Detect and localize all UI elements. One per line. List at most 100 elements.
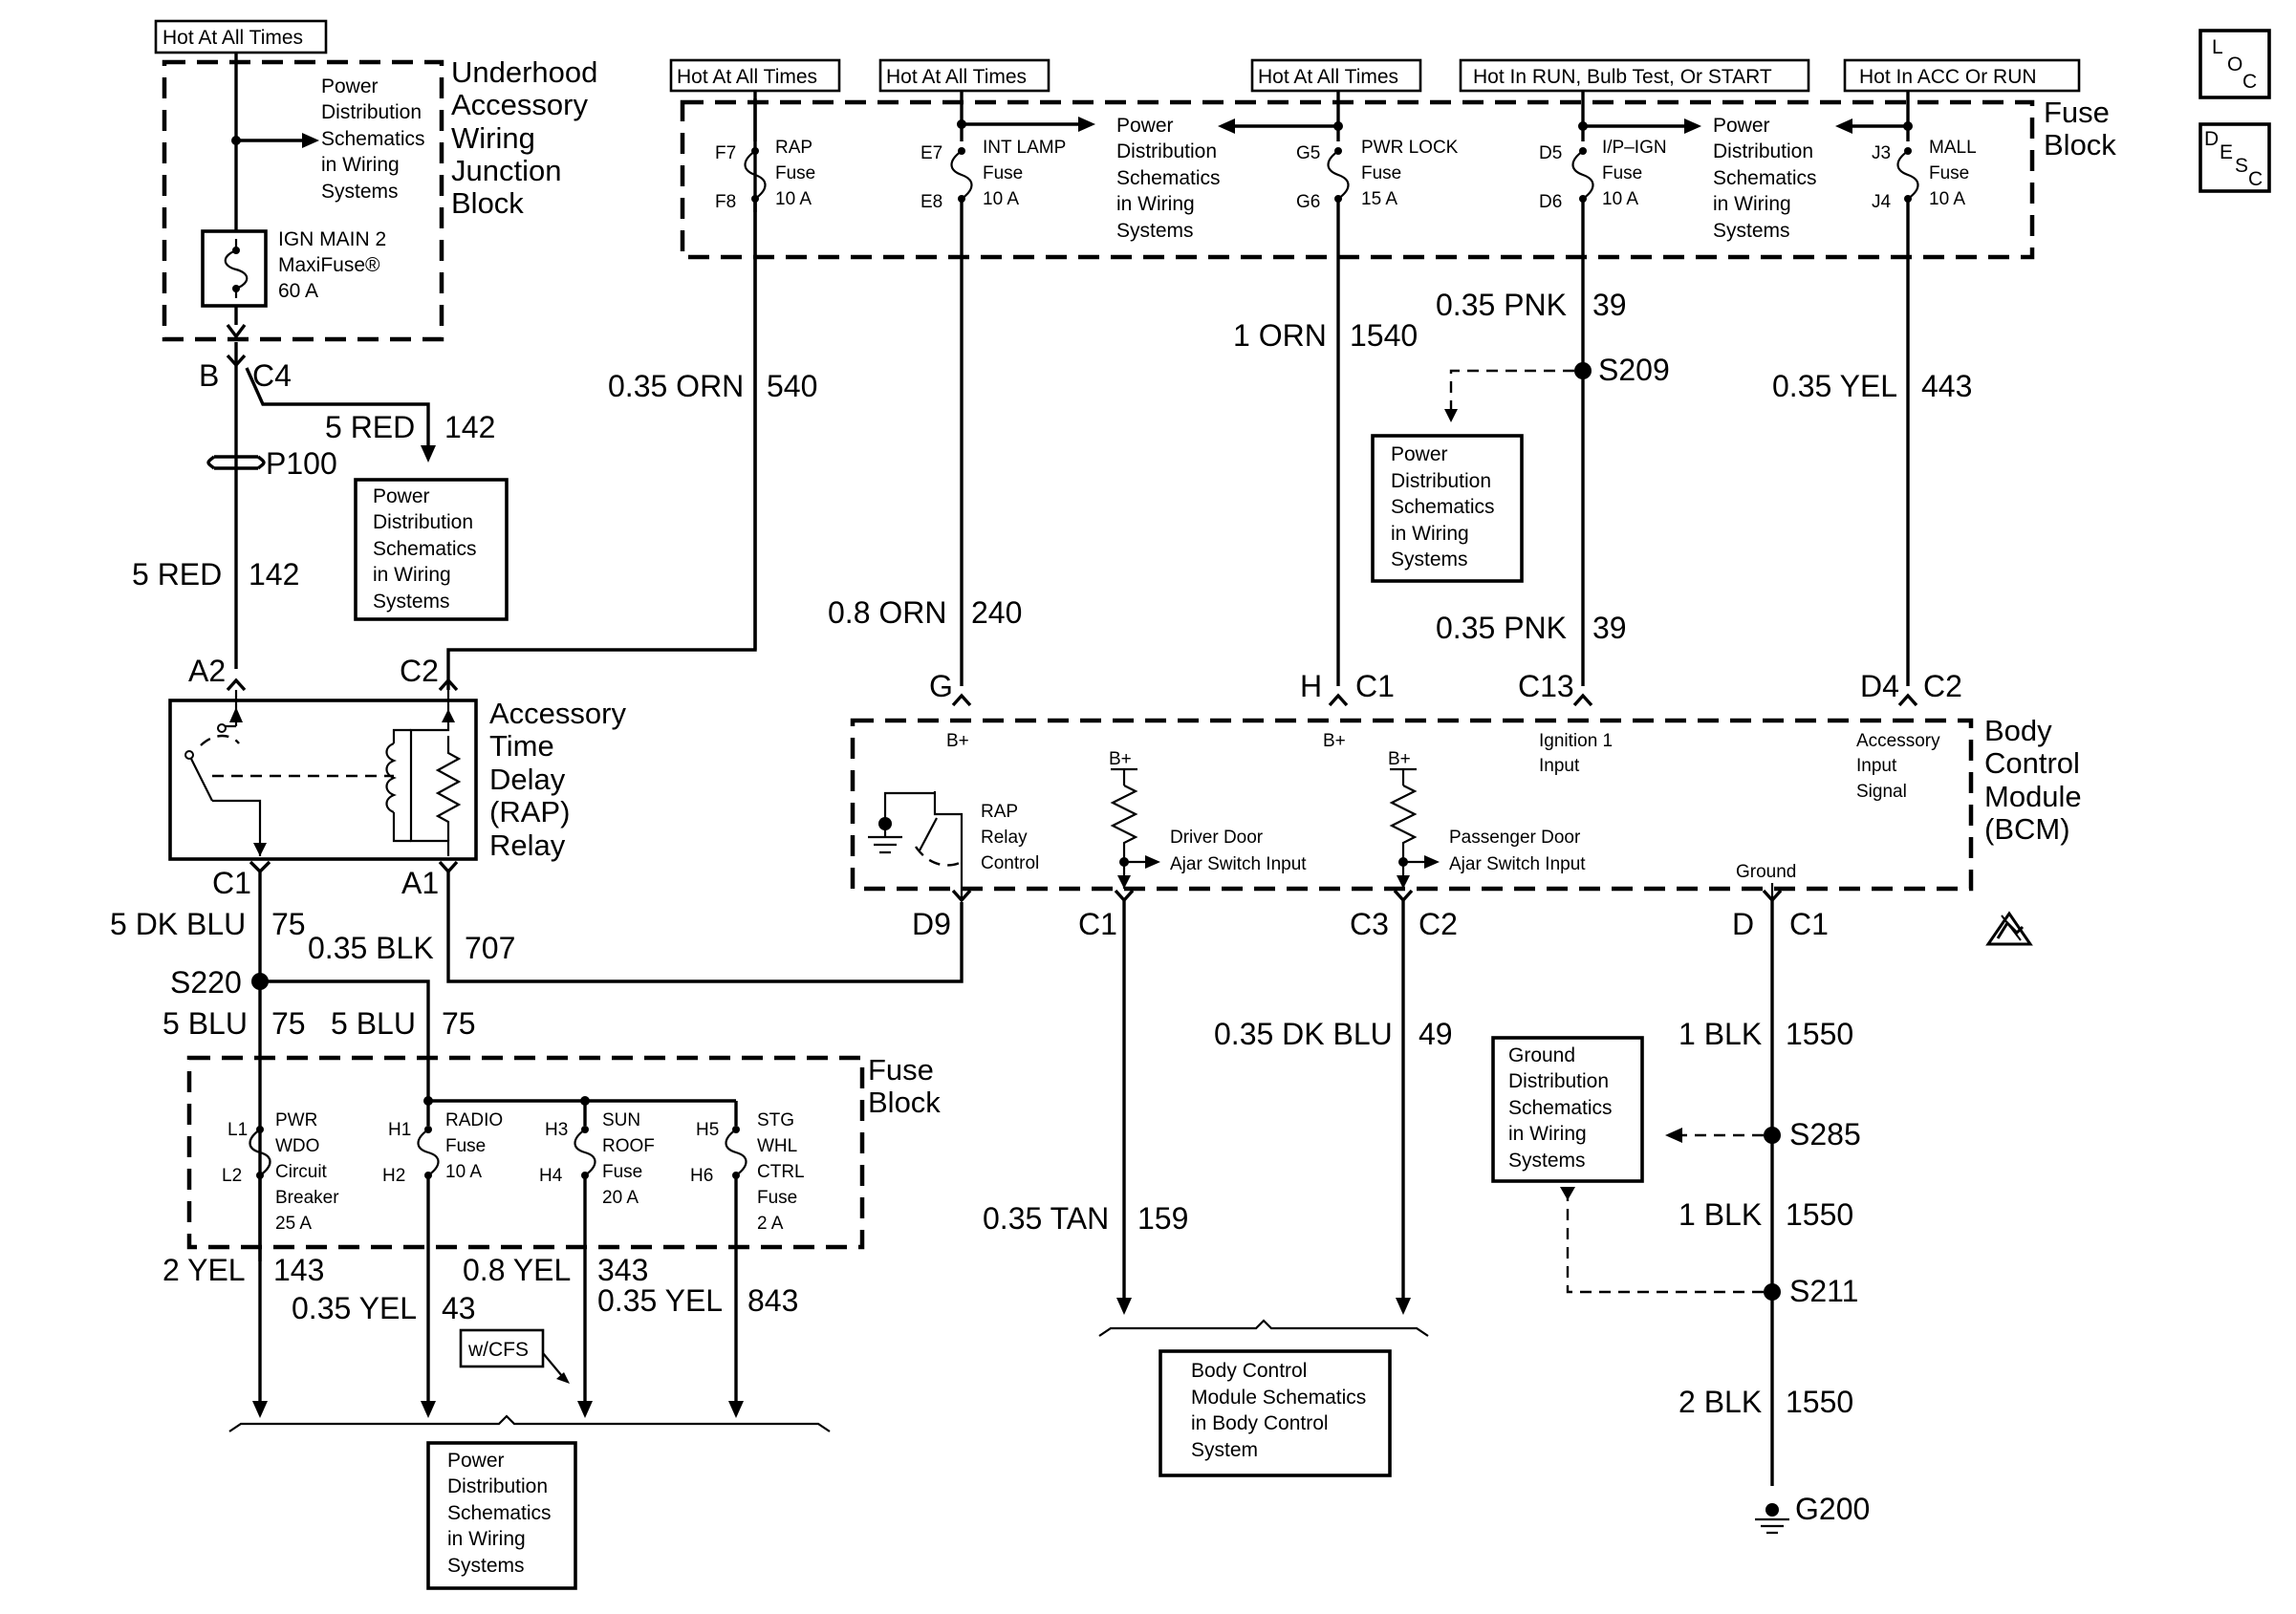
hot-label-ipign: Hot In RUN, Bulb Test, Or START [1459, 58, 1810, 93]
svg-text:Systems: Systems [1713, 220, 1790, 242]
wire-label: 0.35 PNK [1436, 288, 1567, 322]
fuse-pwr-lock: G5 G6 PWR LOCK Fuse 15 A [1218, 91, 1459, 212]
fuse-icon [224, 239, 249, 298]
maxifuse-label: IGN MAIN 2 MaxiFuse® 60 A [278, 228, 386, 302]
svg-text:S: S [2235, 155, 2248, 177]
circuit-number: 1550 [1786, 1385, 1853, 1419]
wire-label: 0.35 BLK [308, 931, 434, 965]
svg-text:F7: F7 [715, 143, 736, 163]
svg-text:I/P–IGN: I/P–IGN [1602, 138, 1667, 158]
splice-label: S211 [1789, 1274, 1858, 1308]
svg-text:Fuse: Fuse [1929, 163, 1969, 183]
svg-text:H1: H1 [388, 1120, 411, 1140]
svg-text:10 A: 10 A [1602, 189, 1638, 209]
svg-text:L: L [2212, 36, 2223, 58]
svg-text:Ajar Switch Input: Ajar Switch Input [1449, 854, 1586, 874]
resistor-icon [435, 736, 462, 841]
svg-text:G5: G5 [1296, 143, 1320, 163]
svg-text:10 A: 10 A [445, 1162, 482, 1182]
relay-switch-icon [188, 754, 213, 802]
svg-text:Module: Module [1984, 780, 2082, 813]
svg-text:B+: B+ [1388, 749, 1411, 769]
pin-a1: A1 [401, 866, 439, 900]
svg-text:CTRL: CTRL [757, 1162, 805, 1182]
svg-text:Systems: Systems [1508, 1150, 1586, 1172]
wire-label: 5 RED [325, 410, 415, 444]
svg-text:in Wiring: in Wiring [373, 564, 451, 586]
svg-text:20 A: 20 A [602, 1188, 639, 1208]
fuse-sun-roof: H3 H4 SUN ROOF Fuse 20 A [539, 1101, 655, 1208]
svg-text:Relay: Relay [981, 828, 1028, 848]
desc-icon[interactable]: D E S C [2199, 122, 2271, 193]
passenger-door-input: B+ Passenger Door Ajar Switch Input [1388, 749, 1586, 889]
svg-text:Ignition 1: Ignition 1 [1539, 731, 1613, 751]
arrow-left-icon [1835, 118, 1852, 134]
underhood-block-outline [162, 59, 444, 342]
svg-text:10 A: 10 A [775, 189, 812, 209]
wire-label: 1 ORN [1233, 318, 1327, 353]
ign-input-label: Ignition 1 Input [1539, 731, 1613, 776]
arrow-down-icon [1116, 1298, 1132, 1315]
conn-c4: C4 [252, 358, 292, 393]
bplus-label: B+ [946, 731, 969, 751]
svg-text:Hot In RUN, Bulb Test, Or STAR: Hot In RUN, Bulb Test, Or START [1473, 66, 1772, 88]
svg-text:in Wiring: in Wiring [447, 1528, 526, 1550]
fuse-radio: H1 H2 RADIO Fuse 10 A [382, 1101, 503, 1186]
ref-box-bottom-left: Power Distribution Schematics in Wiring … [426, 1441, 577, 1590]
transistor-switch-icon [919, 817, 938, 851]
svg-text:Schematics: Schematics [1116, 167, 1221, 189]
svg-text:Input: Input [1539, 756, 1580, 776]
bcm-title: Body Control Module (BCM) [1984, 714, 2082, 846]
svg-text:RADIO: RADIO [445, 1110, 503, 1130]
inline-connector-p100: P100 [206, 446, 337, 481]
svg-text:Driver Door: Driver Door [1170, 828, 1264, 848]
svg-text:C: C [2248, 168, 2263, 190]
pin-c1: C1 [212, 866, 251, 900]
splice-s211 [1764, 1283, 1781, 1301]
arrow-down-icon [421, 1401, 436, 1418]
arrow-down-icon [728, 1401, 744, 1418]
circuit-number: 142 [249, 557, 299, 592]
svg-text:Accessory: Accessory [1856, 731, 1940, 751]
arrow-down-icon [1396, 1298, 1411, 1315]
wire-label: 2 YEL [162, 1253, 246, 1287]
rap-relay-control: RAP Relay Control [868, 791, 1039, 903]
svg-text:P100: P100 [266, 446, 337, 481]
pin-g: G [929, 669, 953, 703]
top-fuse-block-outline [680, 99, 2035, 260]
conn-c1: C1 [1355, 669, 1395, 703]
svg-text:Schematics: Schematics [447, 1502, 552, 1524]
svg-text:Systems: Systems [373, 591, 450, 613]
wire-label: 0.35 YEL [292, 1291, 417, 1325]
svg-text:H5: H5 [696, 1120, 719, 1140]
pin-d4: D4 [1860, 669, 1899, 703]
fuse-rap: F7 F8 RAP Fuse 10 A [715, 91, 815, 212]
svg-text:in Wiring: in Wiring [1116, 193, 1195, 215]
svg-text:Fuse: Fuse [1361, 163, 1401, 183]
svg-text:Fuse: Fuse [775, 163, 815, 183]
svg-text:J4: J4 [1872, 192, 1892, 212]
svg-text:Systems: Systems [1116, 220, 1194, 242]
svg-text:60 A: 60 A [278, 280, 318, 302]
splice-label: S220 [170, 965, 242, 1000]
svg-text:(RAP): (RAP) [489, 795, 570, 829]
svg-text:10 A: 10 A [983, 189, 1019, 209]
svg-text:Systems: Systems [1391, 549, 1468, 570]
bracket [228, 1414, 831, 1432]
relay-title: Accessory Time Delay (RAP) Relay [489, 697, 626, 862]
fuse-mall: J3 J4 MALL Fuse 10 A [1835, 91, 1977, 212]
loc-icon[interactable]: L O C [2199, 29, 2271, 99]
svg-text:Accessory: Accessory [489, 697, 626, 730]
circuit-number: 159 [1137, 1201, 1188, 1236]
conn-c2: C2 [1419, 907, 1458, 941]
svg-text:Wiring: Wiring [451, 121, 535, 155]
svg-text:G6: G6 [1296, 192, 1320, 212]
circuit-number: 240 [971, 595, 1022, 630]
svg-text:Power: Power [373, 485, 430, 507]
svg-text:B+: B+ [1109, 749, 1132, 769]
circuit-number: 75 [271, 907, 306, 941]
ref-box-142: Power Distribution Schematics in Wiring … [354, 478, 509, 621]
fuse-int-lamp: E7 E8 INT LAMP Fuse 10 A [921, 91, 1095, 212]
splice-label: S285 [1789, 1117, 1861, 1151]
